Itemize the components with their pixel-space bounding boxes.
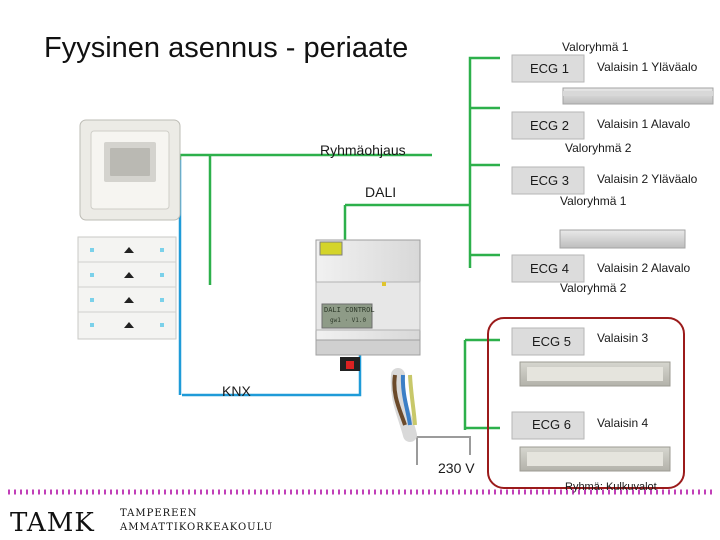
mains-cable [390, 368, 417, 442]
ecg-6-label: ECG 6 [532, 417, 572, 432]
ecg-5-label: ECG 5 [532, 334, 572, 349]
luminaire-3-label: Valaisin 2 Yläväalo [597, 172, 698, 186]
ecg-boxes [511, 54, 585, 440]
group-label-2: Valoryhmä 2 [565, 141, 632, 155]
ecg-box-5 [511, 327, 585, 356]
ecg-4-label: ECG 4 [530, 261, 570, 276]
ecg-box-6 [511, 411, 585, 440]
tamk-logo-line1: TAMPEREEN [120, 508, 198, 519]
tamk-logo-line2: AMMATTIKORKEAKOULU [120, 522, 274, 533]
luminaire-2-label: Valaisin 1 Alavalo [597, 117, 691, 131]
ecg-box-3 [511, 166, 585, 195]
dali-line-ecg1 [468, 56, 500, 195]
ecg-1-label: ECG 1 [530, 61, 570, 76]
luminaire-2 [559, 229, 686, 249]
dali-label: DALI [365, 184, 397, 200]
button-icon-2 [124, 272, 134, 278]
room-group-border [487, 317, 685, 489]
luminaire-1-label: Valaisin 1 Yläväalo [597, 60, 698, 74]
tamk-logo-mark: TAMK [10, 508, 95, 538]
device-display-text: DALI CONTROL [324, 306, 375, 314]
group-label-4: Valoryhmä 2 [560, 281, 627, 295]
group-control-label: Ryhmäohjaus [320, 142, 406, 158]
luminaires [519, 87, 714, 472]
push-button-panel [77, 236, 177, 340]
button-icon-4 [124, 322, 134, 328]
luminaire-5-label: Valaisin 3 [597, 331, 649, 345]
dali-terminal [319, 241, 343, 256]
device-display [321, 303, 373, 329]
dali-gateway-device [315, 239, 421, 371]
ecg-2-label: ECG 2 [530, 118, 570, 133]
group-label-1: Valoryhmä 1 [562, 40, 629, 54]
ecg-box-1 [511, 54, 585, 83]
button-icon-3 [124, 297, 134, 303]
device-display-sub: gw1 · V1.0 [330, 317, 367, 324]
mains-line [416, 436, 471, 465]
button-icon-1 [124, 247, 134, 253]
ecg-3-label: ECG 3 [530, 173, 570, 188]
ecg-box-4 [511, 254, 585, 283]
group-label-3: Valoryhmä 1 [560, 194, 627, 208]
luminaire-4-label: Valaisin 2 Alavalo [597, 261, 691, 275]
voltage-label: 230 V [438, 460, 475, 476]
page-title: Fyysinen asennus - periaate [44, 32, 409, 64]
dali-wiring-room [463, 338, 500, 430]
room-group-label: Ryhmä: Kulkuvalot [565, 481, 657, 493]
presence-sensor [79, 119, 181, 221]
luminaire-6-label: Valaisin 4 [597, 416, 649, 430]
ecg-box-2 [511, 111, 585, 140]
knx-label: KNX [222, 383, 251, 399]
knx-line [182, 355, 362, 397]
